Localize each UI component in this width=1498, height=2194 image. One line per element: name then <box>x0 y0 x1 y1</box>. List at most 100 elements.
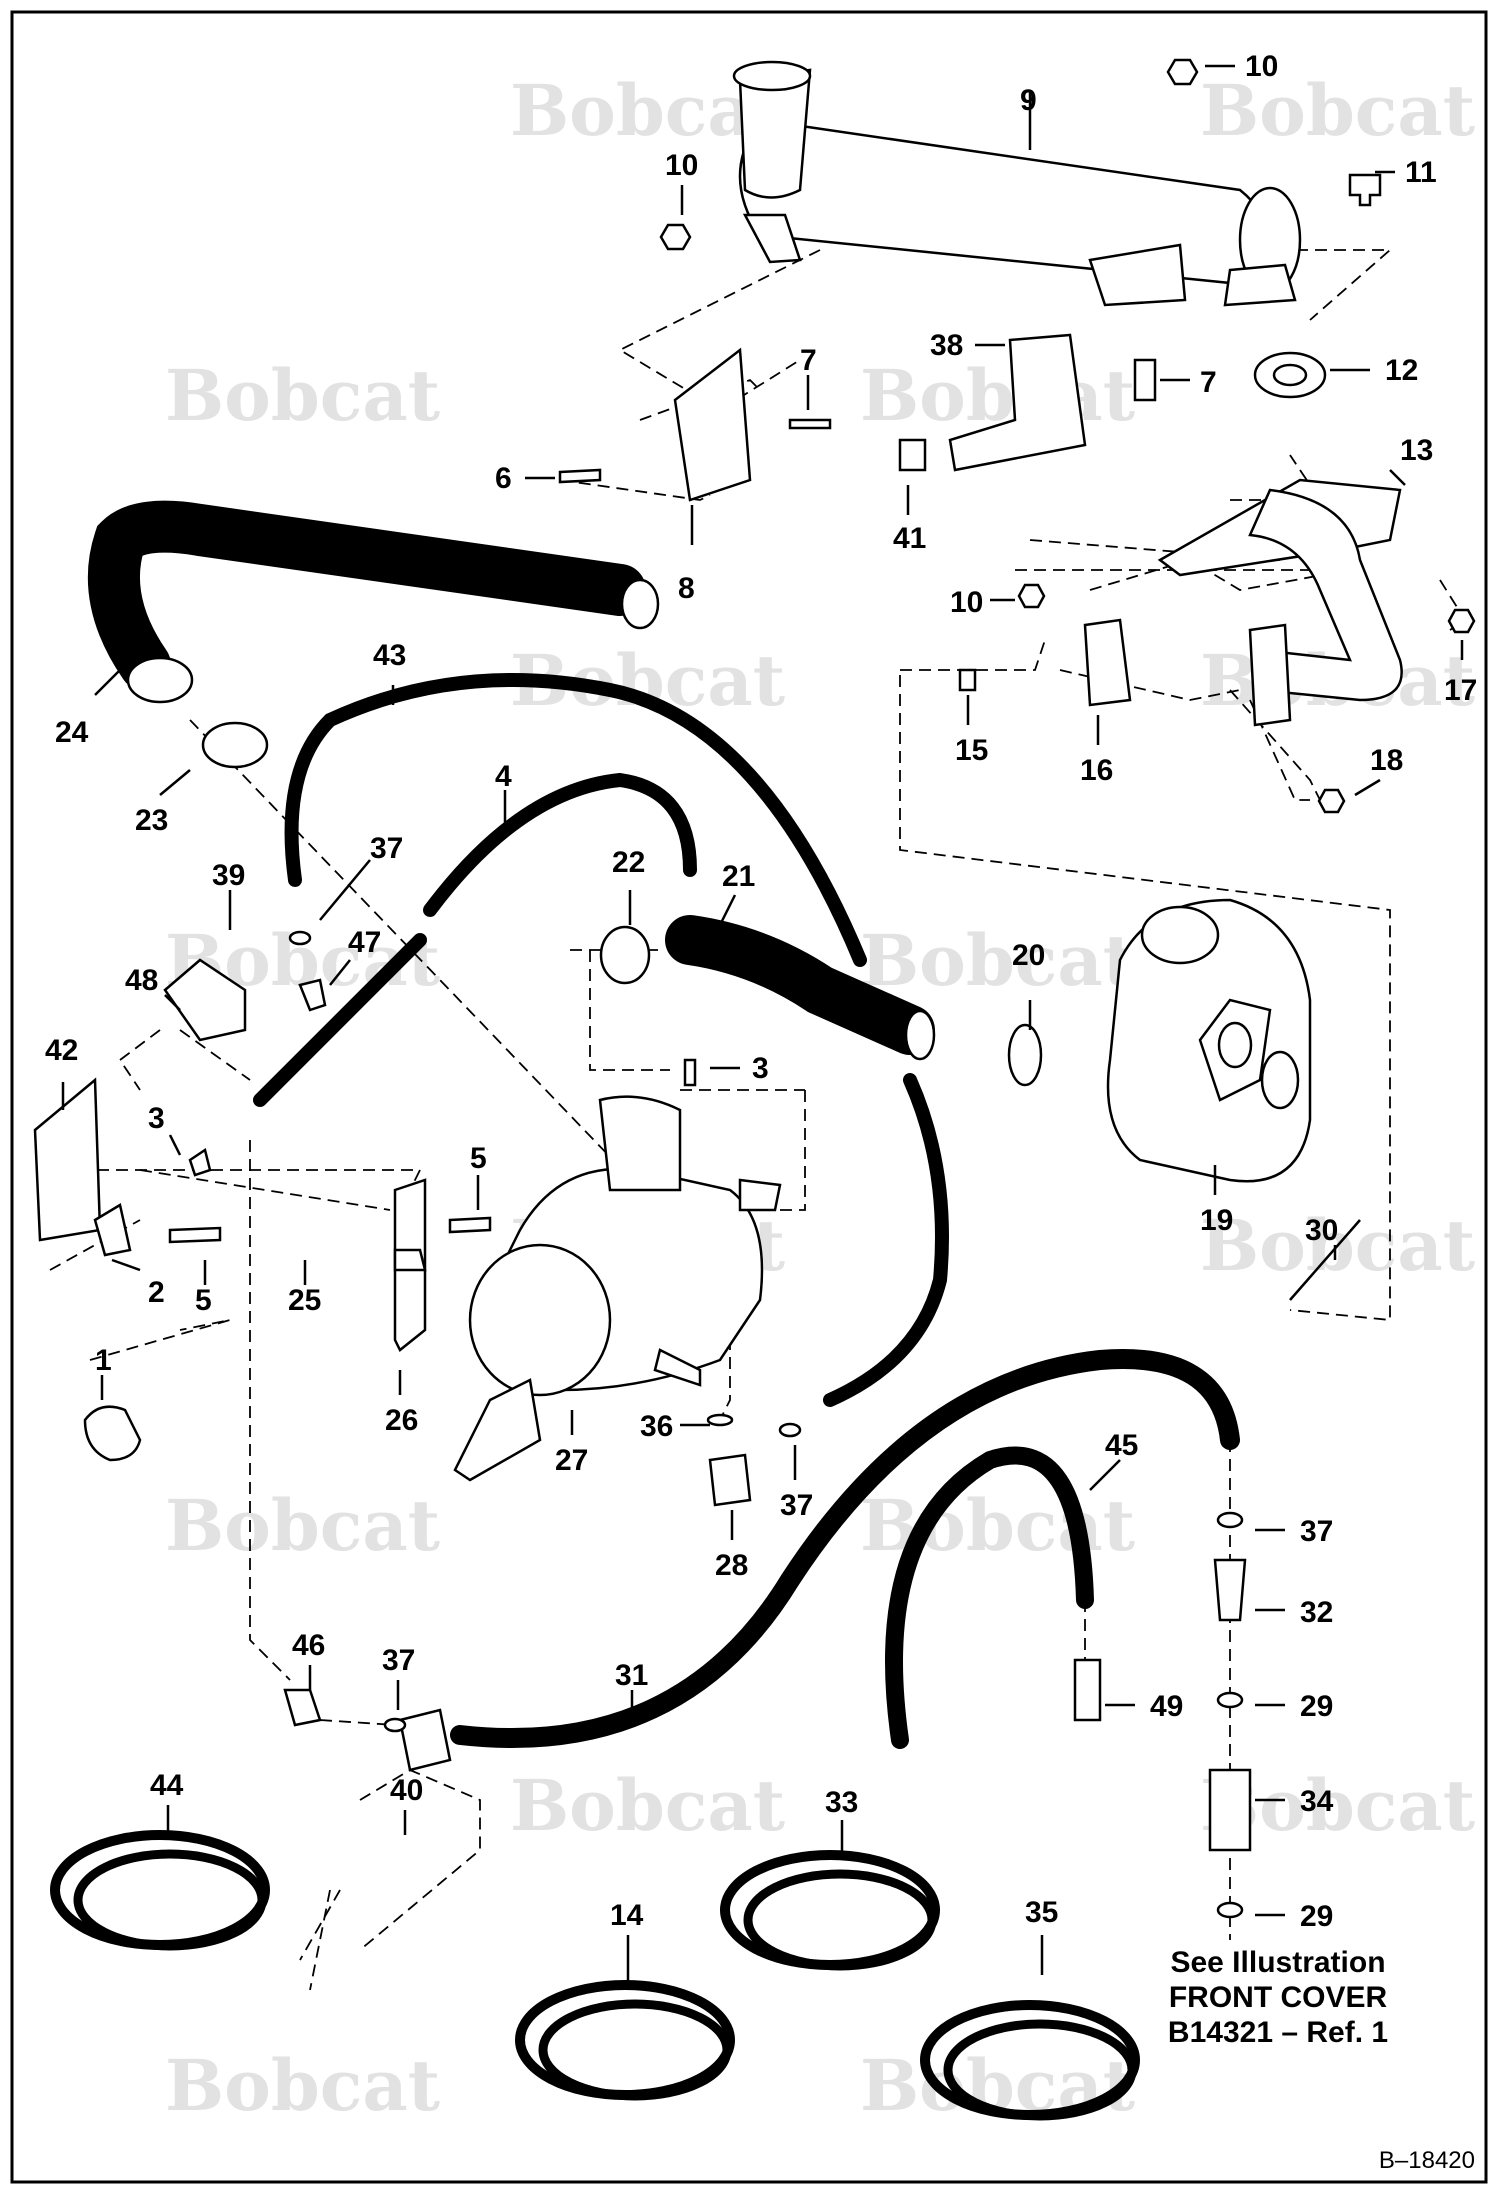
bolt <box>1133 358 1157 402</box>
hose-4 <box>423 772 697 917</box>
assembly-line <box>899 675 1391 1321</box>
callout-22: 22 <box>612 846 645 879</box>
air-cleaner <box>453 1095 782 1482</box>
hose-segment <box>823 1073 949 1407</box>
bolt <box>898 438 927 472</box>
watermark: Bobcat <box>860 354 1135 437</box>
bolt-3 <box>188 1147 212 1177</box>
bolt-5 <box>448 1216 492 1234</box>
hose-clamp-29 <box>1216 1691 1244 1709</box>
callout-37: 37 <box>370 832 403 865</box>
callout-13: 13 <box>1400 434 1433 467</box>
callout-41: 41 <box>893 522 926 555</box>
watermark: Bobcat <box>510 1764 785 1847</box>
note-line-2: FRONT COVER <box>1169 1981 1388 2014</box>
assembly-line <box>299 1889 341 1961</box>
nut <box>1017 583 1046 609</box>
muffler <box>732 60 1302 307</box>
hose-21 <box>665 915 935 1055</box>
leader-line <box>1354 778 1381 797</box>
fitting-49 <box>1073 1658 1102 1722</box>
callout-5: 5 <box>195 1284 212 1317</box>
muffler-bracket <box>1088 243 1187 307</box>
turbo-outlet <box>1140 905 1220 965</box>
callout-30: 30 <box>1305 1214 1338 1247</box>
leader-line <box>718 894 737 926</box>
callout-29: 29 <box>1300 1900 1333 1933</box>
coiled-hose-44 <box>73 1849 267 1951</box>
callout-7: 7 <box>800 344 817 377</box>
note-line-3: B14321 – Ref. 1 <box>1168 2016 1388 2049</box>
gasket-hole <box>1272 363 1308 387</box>
assembly-line <box>618 249 821 412</box>
nut <box>1166 58 1199 86</box>
bolt <box>1348 173 1382 207</box>
hose-opening <box>620 578 660 630</box>
hose-highlight <box>110 523 623 668</box>
assembly-line <box>118 1029 161 1091</box>
callout-14: 14 <box>610 1899 644 1932</box>
assembly-line <box>359 1768 481 1951</box>
left-brackets <box>33 958 427 1462</box>
callout-42: 42 <box>45 1034 78 1067</box>
callout-3: 3 <box>752 1052 769 1085</box>
hose-clamp-37 <box>778 1422 802 1438</box>
callout-37: 37 <box>382 1644 415 1677</box>
note-line-1: See Illustration <box>1170 1946 1385 1979</box>
hose-clamp-37 <box>1216 1511 1244 1529</box>
stud <box>958 668 977 692</box>
bolt-5 <box>168 1226 222 1244</box>
hose-45 <box>885 1446 1094 1749</box>
hose-segment <box>253 933 427 1107</box>
leader-line <box>159 769 191 796</box>
assembly-line <box>319 1719 396 1726</box>
bracket-42 <box>33 1077 102 1242</box>
exhaust-pipe-flange <box>1248 623 1292 727</box>
assembly-line <box>719 1300 731 1421</box>
leader-line <box>329 959 351 986</box>
assembly-line <box>900 639 1046 671</box>
hose-clamp-29 <box>1216 1901 1244 1919</box>
callout-10: 10 <box>665 149 698 182</box>
coiled-hose-14 <box>538 1999 732 2101</box>
callout-10: 10 <box>1245 50 1278 83</box>
callout-15: 15 <box>955 734 988 767</box>
assembly-line <box>189 719 691 1241</box>
turbo-port <box>1260 1050 1300 1110</box>
hose-opening <box>904 1009 936 1061</box>
callout-36: 36 <box>640 1410 673 1443</box>
reference-note: See Illustration FRONT COVER B14321 – Re… <box>1168 1946 1388 2049</box>
callout-33: 33 <box>825 1786 858 1819</box>
leader-line <box>94 669 121 696</box>
callout-labels: 10 9 10 11 38 7 7 12 13 6 41 8 10 17 43 … <box>45 50 1477 1933</box>
figure-id: B–18420 <box>1379 2147 1475 2174</box>
callout-27: 27 <box>555 1444 588 1477</box>
nut <box>1447 608 1476 634</box>
nut <box>659 223 692 251</box>
callout-8: 8 <box>678 572 695 605</box>
callout-46: 46 <box>292 1629 325 1662</box>
hose-opening <box>126 656 194 704</box>
watermark: Bobcat <box>860 1484 1135 1567</box>
air-cleaner-inlet <box>598 1095 682 1192</box>
callout-5: 5 <box>470 1142 487 1175</box>
assembly-line <box>139 1169 391 1211</box>
callout-48: 48 <box>125 964 158 997</box>
assembly-line <box>770 1090 806 1211</box>
callout-49: 49 <box>1150 1690 1183 1723</box>
callout-39: 39 <box>212 859 245 892</box>
assembly-line <box>559 479 711 501</box>
watermark: Bobcat <box>165 1484 440 1567</box>
callout-20: 20 <box>1012 939 1045 972</box>
hose-clamp-23 <box>201 721 269 769</box>
callout-16: 16 <box>1080 754 1113 787</box>
assembly-line <box>89 1319 231 1361</box>
watermark: Bobcat <box>165 2044 440 2127</box>
mounting-brackets <box>673 333 1087 502</box>
callout-26: 26 <box>385 1404 418 1437</box>
leader-line <box>1089 1459 1121 1491</box>
callout-29: 29 <box>1300 1690 1333 1723</box>
bolt-25 <box>393 1248 427 1272</box>
hose-clamp-22 <box>599 925 651 985</box>
